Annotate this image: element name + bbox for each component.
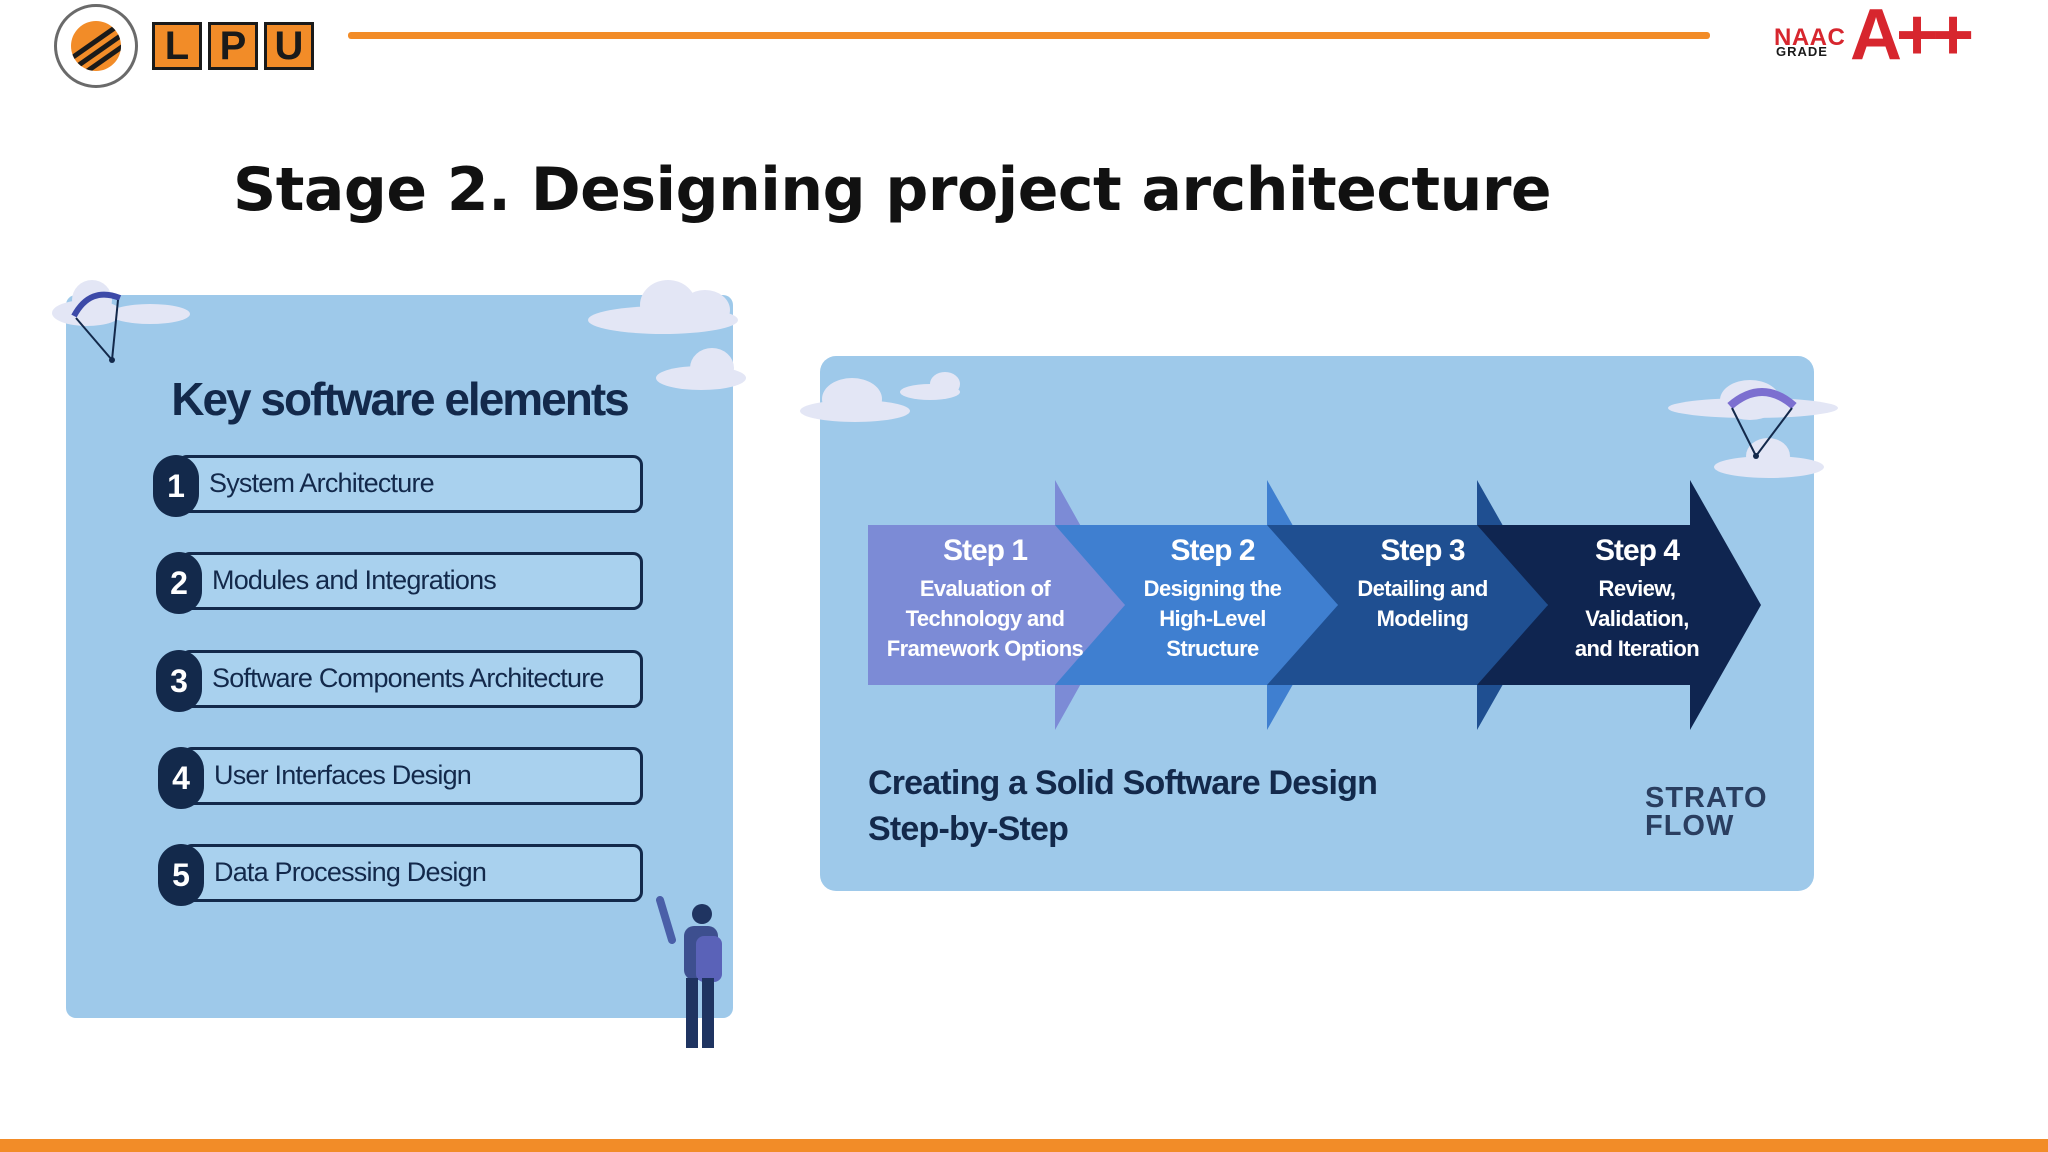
item-number-badge: 1 bbox=[153, 455, 199, 517]
paraglider-icon bbox=[1727, 388, 1797, 459]
logo-letter-p: P bbox=[208, 22, 258, 70]
step-4-arrow bbox=[1477, 480, 1761, 730]
paraglider-icon bbox=[71, 291, 122, 363]
step-1-desc: Evaluation of Technology and Framework O… bbox=[886, 576, 1084, 661]
step-2-text: Step 2 Designing the High-Level Structur… bbox=[1110, 534, 1315, 664]
step-4-text: Step 4 Review, Validation, and Iteration bbox=[1532, 534, 1742, 664]
grade-value: A++ bbox=[1850, 0, 1974, 75]
item-label: User Interfaces Design bbox=[214, 760, 472, 790]
step-4-title: Step 4 bbox=[1594, 534, 1680, 567]
item-pill bbox=[182, 844, 643, 902]
list-item: 2 Modules and Integrations bbox=[156, 552, 648, 614]
strato-flow-logo: STRATO FLOW bbox=[1645, 782, 1768, 842]
grade-label: GRADE bbox=[1776, 44, 1828, 59]
lpu-seal-logo bbox=[54, 4, 138, 88]
list-item: 4 User Interfaces Design bbox=[158, 747, 650, 809]
steps-arrow-graphic bbox=[868, 480, 1761, 730]
list-item: 5 Data Processing Design bbox=[158, 844, 650, 906]
item-label: Data Processing Design bbox=[214, 857, 487, 887]
logo-letter-l: L bbox=[152, 22, 202, 70]
item-label: Software Components Architecture bbox=[212, 663, 604, 693]
item-number-badge: 3 bbox=[156, 650, 202, 712]
item-number-badge: 4 bbox=[158, 747, 204, 809]
step-2-arrow bbox=[1055, 480, 1338, 730]
step-2-title: Step 2 bbox=[1170, 534, 1255, 567]
lpu-wordmark: L P U bbox=[152, 22, 314, 70]
step-3-title: Step 3 bbox=[1380, 534, 1465, 567]
item-label: System Architecture bbox=[209, 468, 435, 498]
step-1-arrow bbox=[868, 480, 1125, 730]
item-number-badge: 2 bbox=[156, 552, 202, 614]
item-pill bbox=[177, 455, 643, 513]
step-3-text: Step 3 Detailing and Modeling bbox=[1320, 534, 1525, 634]
naac-badge: NAAC GRADE A++ bbox=[1774, 0, 2042, 75]
footer-rule bbox=[0, 1139, 2048, 1152]
step-3-arrow bbox=[1267, 480, 1548, 730]
caption-line-2: Step-by-Step bbox=[868, 810, 1069, 848]
caption-line-1: Creating a Solid Software Design bbox=[868, 764, 1378, 802]
hiker-illustration bbox=[656, 896, 722, 1048]
slide-title: Stage 2. Designing project architecture bbox=[233, 155, 1552, 225]
step-1-text: Step 1 Evaluation of Technology and Fram… bbox=[870, 534, 1100, 664]
item-label: Modules and Integrations bbox=[212, 565, 497, 595]
brand-line-1: STRATO bbox=[1645, 782, 1768, 814]
list-item: 3 Software Components Architecture bbox=[156, 650, 648, 712]
step-2-desc: Designing the High-Level Structure bbox=[1143, 576, 1282, 661]
item-number-badge: 5 bbox=[158, 844, 204, 906]
brand-line-2: FLOW bbox=[1645, 810, 1735, 842]
logo-letter-u: U bbox=[264, 22, 314, 70]
step-4-desc: Review, Validation, and Iteration bbox=[1574, 576, 1700, 661]
naac-label: NAAC bbox=[1774, 24, 1846, 51]
step-1-title: Step 1 bbox=[942, 534, 1028, 567]
key-elements-heading: Key software elements bbox=[171, 373, 630, 425]
steps-caption: Creating a Solid Software Design Step-by… bbox=[868, 760, 1378, 852]
header-rule bbox=[348, 32, 1710, 39]
step-3-desc: Detailing and Modeling bbox=[1357, 576, 1488, 631]
list-item: 1 System Architecture bbox=[153, 455, 645, 517]
